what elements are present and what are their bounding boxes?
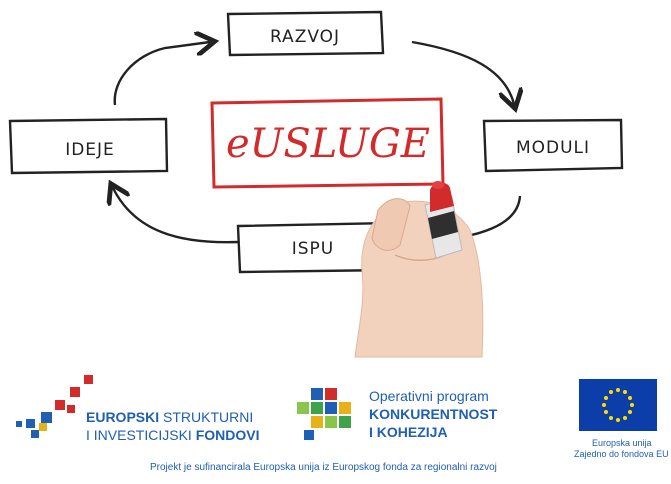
esif-line1-rest: STRUKTURNI (159, 409, 254, 425)
node-razvoj-label: RAZVOJ (270, 27, 340, 47)
eu-line2: Zajedno do fondova EU (574, 449, 669, 459)
eu-flag (579, 379, 657, 431)
op-line2: KONKURENTNOST (369, 406, 498, 422)
hand-with-marker-illustration (354, 181, 484, 358)
arrow-ispu-to-ideje (113, 188, 239, 244)
node-moduli: MODULI (482, 118, 624, 173)
op-line1: Operativni program (369, 388, 489, 404)
esif-line2-rest: I INVESTICIJSKI (86, 427, 196, 443)
node-razvoj: RAZVOJ (226, 10, 385, 57)
node-ideje: IDEJE (8, 117, 169, 175)
project-note: Projekt je sufinancirala Europska unija … (150, 462, 497, 473)
node-ispu-label: ISPU (292, 239, 335, 259)
esif-line1-bold: EUROPSKI (86, 409, 160, 425)
arrow-ideje-to-razvoj (113, 42, 210, 106)
esif-line2-bold: FONDOVI (195, 427, 260, 443)
eu-line1: Europska unija (592, 438, 652, 448)
arrow-razvoj-to-moduli (411, 40, 514, 104)
node-ideje-label: IDEJE (65, 140, 115, 160)
node-ispu: ISPU (236, 221, 393, 274)
op-kik-logo (297, 388, 351, 440)
esif-line2: I INVESTICIJSKI FONDOVI (86, 427, 259, 443)
esif-line1: EUROPSKI STRUKTURNI (86, 409, 253, 425)
esif-logo (16, 375, 93, 438)
center-label: eUSLUGE (226, 121, 430, 167)
node-moduli-label: MODULI (516, 138, 590, 158)
eu-stars (602, 388, 634, 422)
op-line3: I KOHEZIJA (369, 424, 448, 440)
center-box: eUSLUGE (210, 97, 445, 189)
